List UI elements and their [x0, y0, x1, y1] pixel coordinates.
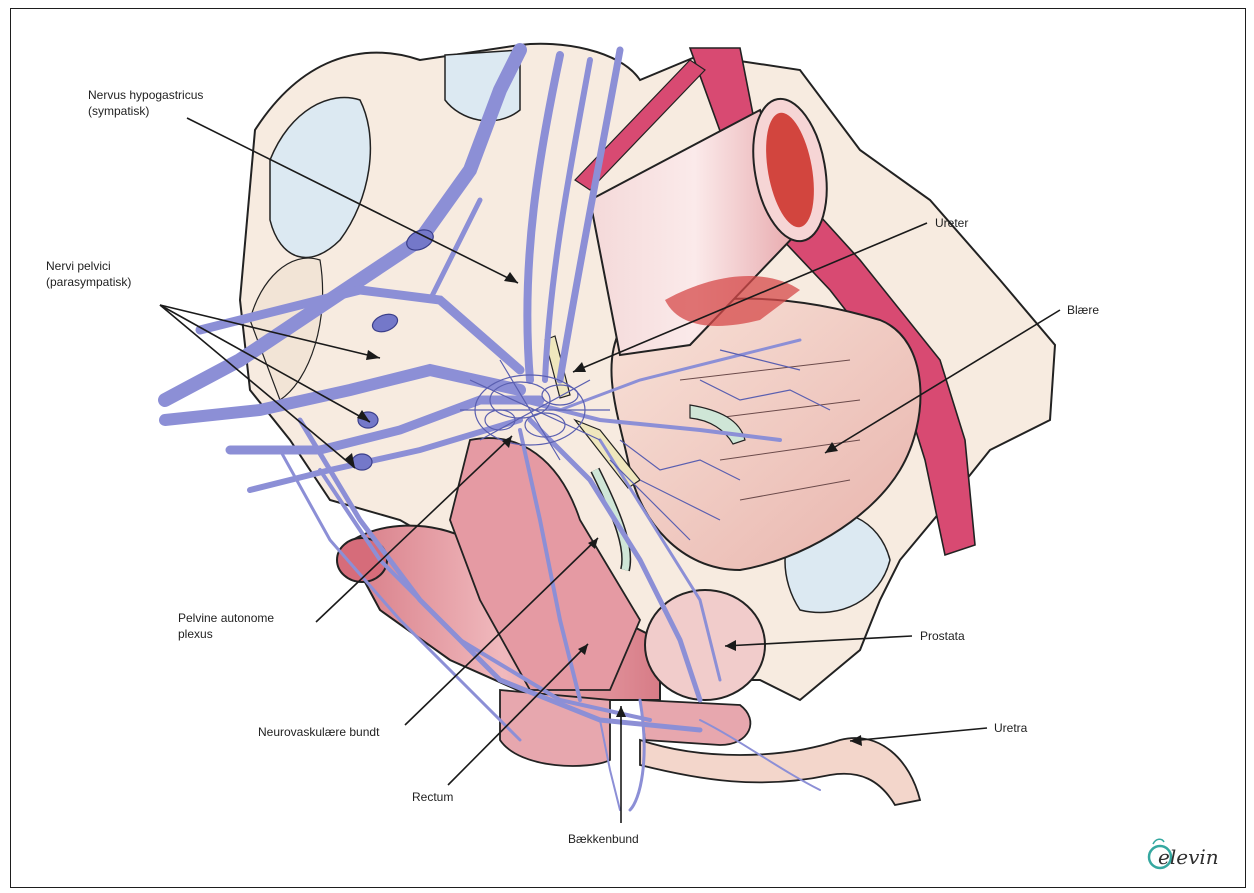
- label-nervi-pelvici: Nervi pelvici (parasympatisk): [46, 258, 131, 290]
- label-pelvine-plexus-line1: Pelvine autonome: [178, 610, 274, 626]
- publisher-logo: elevin: [1140, 832, 1240, 882]
- label-neurovaskulaere-bundt: Neurovaskulære bundt: [258, 724, 379, 740]
- label-blaere: Blære: [1067, 302, 1099, 318]
- label-ureter: Ureter: [935, 215, 968, 231]
- label-pelvine-plexus: Pelvine autonome plexus: [178, 610, 274, 642]
- label-nervus-hypogastricus: Nervus hypogastricus (sympatisk): [88, 87, 203, 119]
- pointer-uretra: [850, 728, 987, 741]
- label-uretra: Uretra: [994, 720, 1027, 736]
- label-baekkenbund: Bækkenbund: [568, 831, 639, 847]
- logo-text: elevin: [1158, 845, 1219, 869]
- label-rectum: Rectum: [412, 789, 453, 805]
- label-pelvine-plexus-line2: plexus: [178, 626, 274, 642]
- label-nervi-pelvici-line2: (parasympatisk): [46, 274, 131, 290]
- label-nervus-hypogastricus-line1: Nervus hypogastricus: [88, 87, 203, 103]
- label-nervi-pelvici-line1: Nervi pelvici: [46, 258, 131, 274]
- label-nervus-hypogastricus-line2: (sympatisk): [88, 103, 203, 119]
- label-prostata: Prostata: [920, 628, 965, 644]
